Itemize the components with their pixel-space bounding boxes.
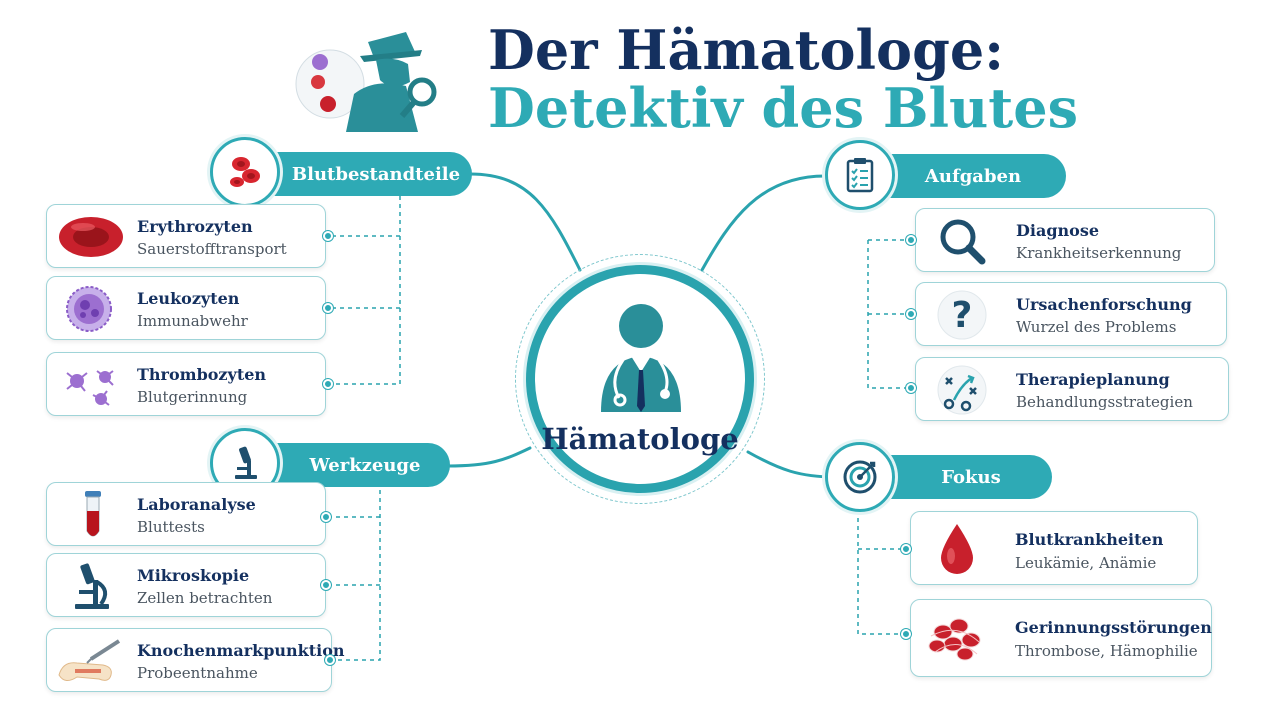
connector-dot bbox=[906, 309, 916, 319]
card-title: Blutkrankheiten bbox=[1015, 530, 1164, 549]
card-subtitle: Sauerstofftransport bbox=[137, 240, 287, 258]
branch-focus-text: Fokus bbox=[941, 466, 1001, 488]
card-subtitle: Thrombose, Hämophilie bbox=[1015, 642, 1198, 660]
card-subtitle: Probeentnahme bbox=[137, 664, 258, 682]
card-subtitle: Krankheitserkennung bbox=[1016, 244, 1182, 262]
card-title: Thrombozyten bbox=[137, 365, 267, 384]
card-title: Erythrozyten bbox=[137, 217, 253, 236]
hub-label: Hämatologe bbox=[541, 422, 739, 456]
card-blood-diseases[interactable]: Blutkrankheiten Leukämie, Anämie bbox=[910, 511, 1198, 585]
leukocyte-icon bbox=[66, 286, 112, 332]
connector-dot bbox=[901, 629, 911, 639]
card-microscopy[interactable]: Mikroskopie Zellen betrachten bbox=[46, 553, 326, 617]
card-therapy-planning[interactable]: Therapieplanung Behandlungsstrategien bbox=[915, 357, 1229, 421]
card-lab-analysis[interactable]: Laboranalyse Bluttests bbox=[46, 482, 326, 546]
card-subtitle: Immunabwehr bbox=[137, 312, 248, 330]
card-title: Gerinnungsstörungen bbox=[1015, 618, 1212, 637]
card-title: Ursachenforschung bbox=[1016, 295, 1192, 314]
card-subtitle: Leukämie, Anämie bbox=[1015, 554, 1157, 572]
question-icon: ? bbox=[937, 290, 987, 340]
doctor-icon bbox=[601, 304, 681, 412]
page-title: Der Hämatologe: Detektiv des Blutes bbox=[488, 22, 1188, 136]
hub-outer-ring bbox=[515, 254, 765, 504]
card-erythrocytes[interactable]: Erythrozyten Sauerstofftransport bbox=[46, 204, 326, 268]
connector-dot bbox=[906, 235, 916, 245]
branch-blood-label[interactable]: Blutbestandteile bbox=[250, 152, 472, 196]
branch-tools-label[interactable]: Werkzeuge bbox=[250, 443, 450, 487]
blood-drop-icon bbox=[941, 524, 973, 574]
target-icon bbox=[843, 460, 877, 494]
card-title: Laboranalyse bbox=[137, 495, 256, 514]
card-subtitle: Bluttests bbox=[137, 518, 205, 536]
test-tube-icon bbox=[85, 491, 101, 537]
card-subtitle: Zellen betrachten bbox=[137, 589, 273, 607]
connector-dot bbox=[323, 303, 333, 313]
card-title: Mikroskopie bbox=[137, 566, 250, 585]
connector-dot bbox=[901, 544, 911, 554]
card-subtitle: Blutgerinnung bbox=[137, 388, 248, 406]
connector-tasks bbox=[700, 174, 827, 272]
branch-blood-text: Blutbestandteile bbox=[291, 163, 461, 185]
microscope-icon bbox=[235, 446, 257, 479]
magnifier-icon bbox=[940, 219, 986, 265]
card-coagulation-disorders[interactable]: Gerinnungsstörungen Thrombose, Hämophili… bbox=[910, 599, 1212, 677]
strategy-icon bbox=[937, 365, 987, 415]
connector-dot bbox=[323, 379, 333, 389]
connector-tools bbox=[446, 446, 532, 468]
branch-blood-icon-circle bbox=[210, 137, 280, 207]
blood-clot-icon bbox=[928, 618, 981, 661]
svg-text:?: ? bbox=[952, 295, 973, 336]
thrombocyte-icon bbox=[66, 370, 114, 406]
card-title: Therapieplanung bbox=[1016, 370, 1170, 389]
card-title: Leukozyten bbox=[137, 289, 240, 308]
card-title: Knochenmarkpunktion bbox=[137, 641, 345, 660]
connector-blood bbox=[468, 172, 582, 272]
branch-tools-text: Werkzeuge bbox=[309, 454, 421, 476]
clipboard-icon bbox=[846, 158, 874, 193]
connector-dot bbox=[321, 580, 331, 590]
erythrocyte-icon bbox=[59, 217, 123, 257]
hub-node[interactable]: Hämatologe bbox=[526, 265, 754, 493]
title-line-1: Der Hämatologe: bbox=[488, 18, 1005, 82]
branch-tasks-icon-circle bbox=[825, 140, 895, 210]
connector-dot bbox=[325, 655, 335, 665]
connector-dot bbox=[906, 383, 916, 393]
card-subtitle: Wurzel des Problems bbox=[1016, 318, 1177, 336]
card-leukocytes[interactable]: Leukozyten Immunabwehr bbox=[46, 276, 326, 340]
microscope-icon bbox=[75, 563, 109, 609]
detective-illustration bbox=[295, 32, 437, 132]
branch-focus-icon-circle bbox=[825, 442, 895, 512]
title-line-2: Detektiv des Blutes bbox=[488, 76, 1078, 140]
branch-tasks-text: Aufgaben bbox=[924, 165, 1022, 187]
card-cause-research[interactable]: ? Ursachenforschung Wurzel des Problems bbox=[915, 282, 1227, 346]
card-title: Diagnose bbox=[1016, 221, 1099, 240]
card-thrombocytes[interactable]: Thrombozyten Blutgerinnung bbox=[46, 352, 326, 416]
card-subtitle: Behandlungsstrategien bbox=[1016, 393, 1193, 411]
card-bone-marrow-puncture[interactable]: Knochenmarkpunktion Probeentnahme bbox=[46, 628, 345, 692]
card-diagnosis[interactable]: Diagnose Krankheitserkennung bbox=[915, 208, 1215, 272]
connector-focus bbox=[746, 450, 837, 479]
connector-dot bbox=[321, 512, 331, 522]
connector-dot bbox=[323, 231, 333, 241]
bone-syringe-icon bbox=[58, 639, 121, 681]
red-blood-cells-icon bbox=[230, 157, 260, 187]
